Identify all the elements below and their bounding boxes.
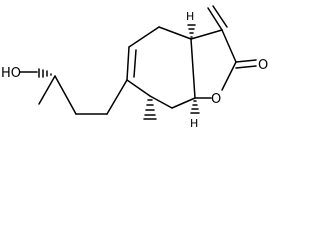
hashed-wedge-h-bottom [190,100,200,114]
stereo-h-top-label: H [186,10,194,23]
ring-bond-c6-c7 [126,79,151,97]
bond-c3a-c3 [190,29,223,40]
ring-double-bond-inner [133,49,137,78]
hashed-wedge-oh [38,68,52,78]
bond-ch2-ring [106,79,128,115]
ring-bond-c4-c5 [128,26,160,48]
bond-choh-methyl [38,75,56,105]
bond-c3-ch2-b [212,5,228,28]
hashed-wedge-h-top [187,24,196,38]
ring-bond-c8-c8a [171,97,196,109]
cycloheptene-ring [126,26,196,109]
carbonyl-oxygen-label: O [258,58,268,73]
ring-oxygen-label: O [211,92,221,107]
bond-c2-o1 [221,61,237,91]
ring-bond-c8a-c3a [190,38,196,99]
bond-c3-c2 [221,29,237,63]
hashed-wedge-methyl [143,99,157,120]
ring-bond-c3a-c4 [158,26,192,40]
ring-bond-c5-c6 [126,46,130,81]
bond-c3-ch2-a [207,7,223,31]
side-chain [19,68,128,115]
bond-choh-ch2 [54,75,77,115]
bond-c2-o-b [235,65,257,69]
chemical-structure-diagram: HO O O H H [1,5,268,130]
hydroxyl-label: HO [1,66,21,81]
stereo-h-bottom-label: H [190,117,198,130]
ring-bond-c7-c8 [149,95,173,109]
lactone-ring [190,5,257,99]
bond-c2-o-a [235,59,257,63]
